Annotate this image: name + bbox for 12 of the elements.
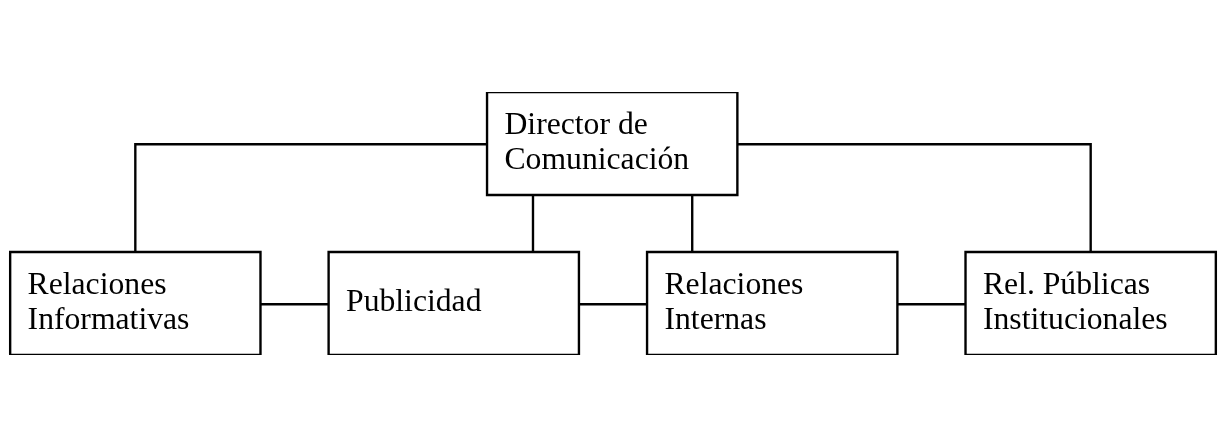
node-box: Relaciones Internas — [645, 250, 899, 355]
connector — [737, 142, 1092, 252]
node-box: Relaciones Informativas — [8, 250, 262, 355]
node-box: Director de Comunicación — [485, 91, 739, 196]
connector — [579, 302, 647, 305]
connector — [134, 142, 487, 252]
connector — [260, 302, 329, 305]
connector — [691, 194, 694, 252]
connector — [897, 302, 966, 305]
node-box: Rel. Públicas Institucionales — [964, 250, 1218, 355]
connector — [531, 194, 535, 252]
node-box: Publicidad — [327, 250, 581, 355]
